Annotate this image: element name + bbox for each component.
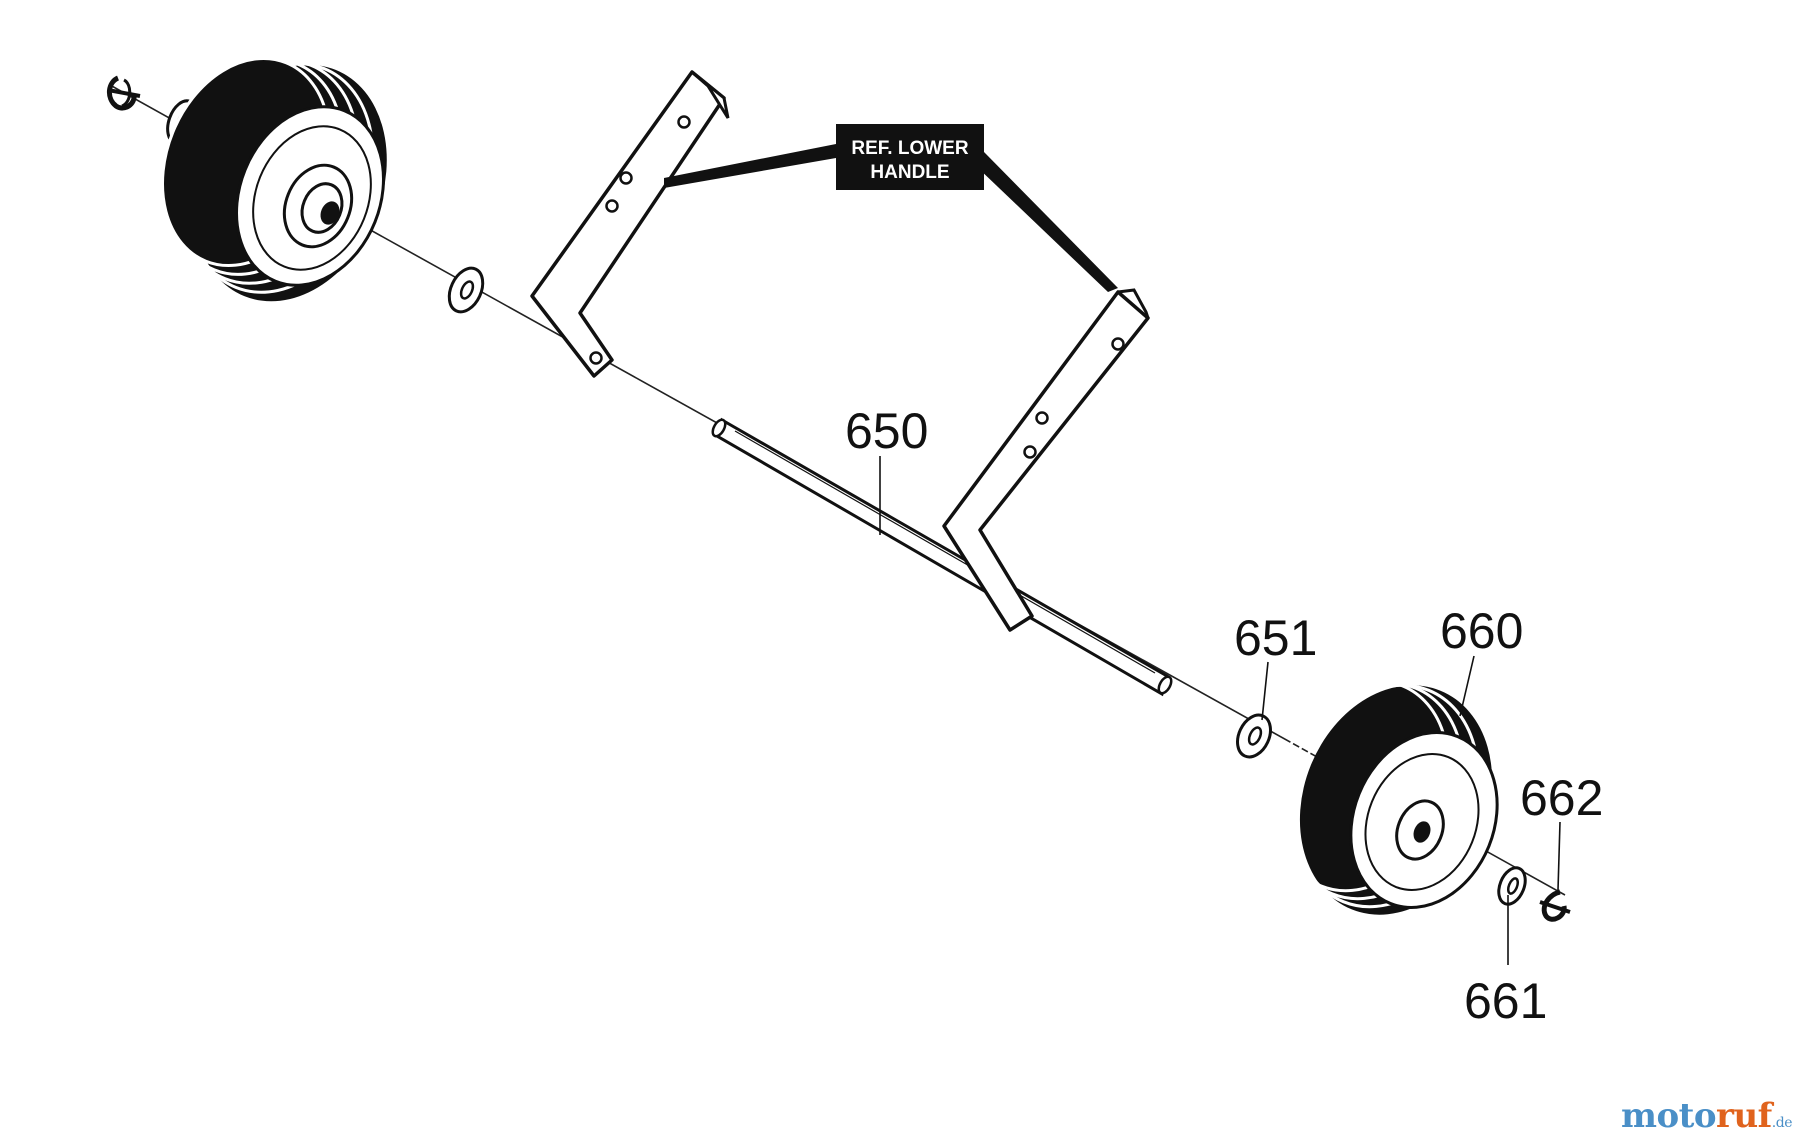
axle-rod	[711, 417, 1173, 697]
part-number-662: 662	[1520, 770, 1603, 826]
right-lower-handle	[942, 288, 1150, 632]
part-number-651: 651	[1234, 610, 1317, 666]
leader-662	[1557, 821, 1561, 891]
leader-lines	[879, 456, 1561, 965]
right-wheel	[1274, 679, 1499, 915]
leader-651	[1261, 661, 1269, 721]
left-hairpin-clip	[107, 75, 141, 111]
callout-line-1: REF. LOWER	[851, 138, 968, 159]
right-outer-washer	[1497, 866, 1527, 906]
leader-660	[1459, 655, 1475, 717]
right-hairpin-clip	[1539, 889, 1571, 922]
callout-line-2: HANDLE	[870, 162, 949, 183]
watermark-part1: moto	[1620, 1096, 1717, 1136]
callout-box	[836, 124, 984, 190]
watermark-tld: .de	[1771, 1115, 1793, 1131]
left-wheel	[161, 56, 387, 302]
left-lower-handle	[530, 70, 730, 378]
watermark-logo: motoruf.de	[1620, 1096, 1793, 1136]
watermark-part2: ruf	[1716, 1096, 1772, 1136]
right-inner-washer	[1236, 713, 1272, 759]
part-number-661: 661	[1464, 973, 1547, 1029]
part-number-660: 660	[1440, 603, 1523, 659]
part-number-650: 650	[845, 403, 928, 459]
left-inner-washer	[447, 266, 485, 314]
ref-lower-handle-callout: REF. LOWER HANDLE	[664, 124, 1118, 292]
